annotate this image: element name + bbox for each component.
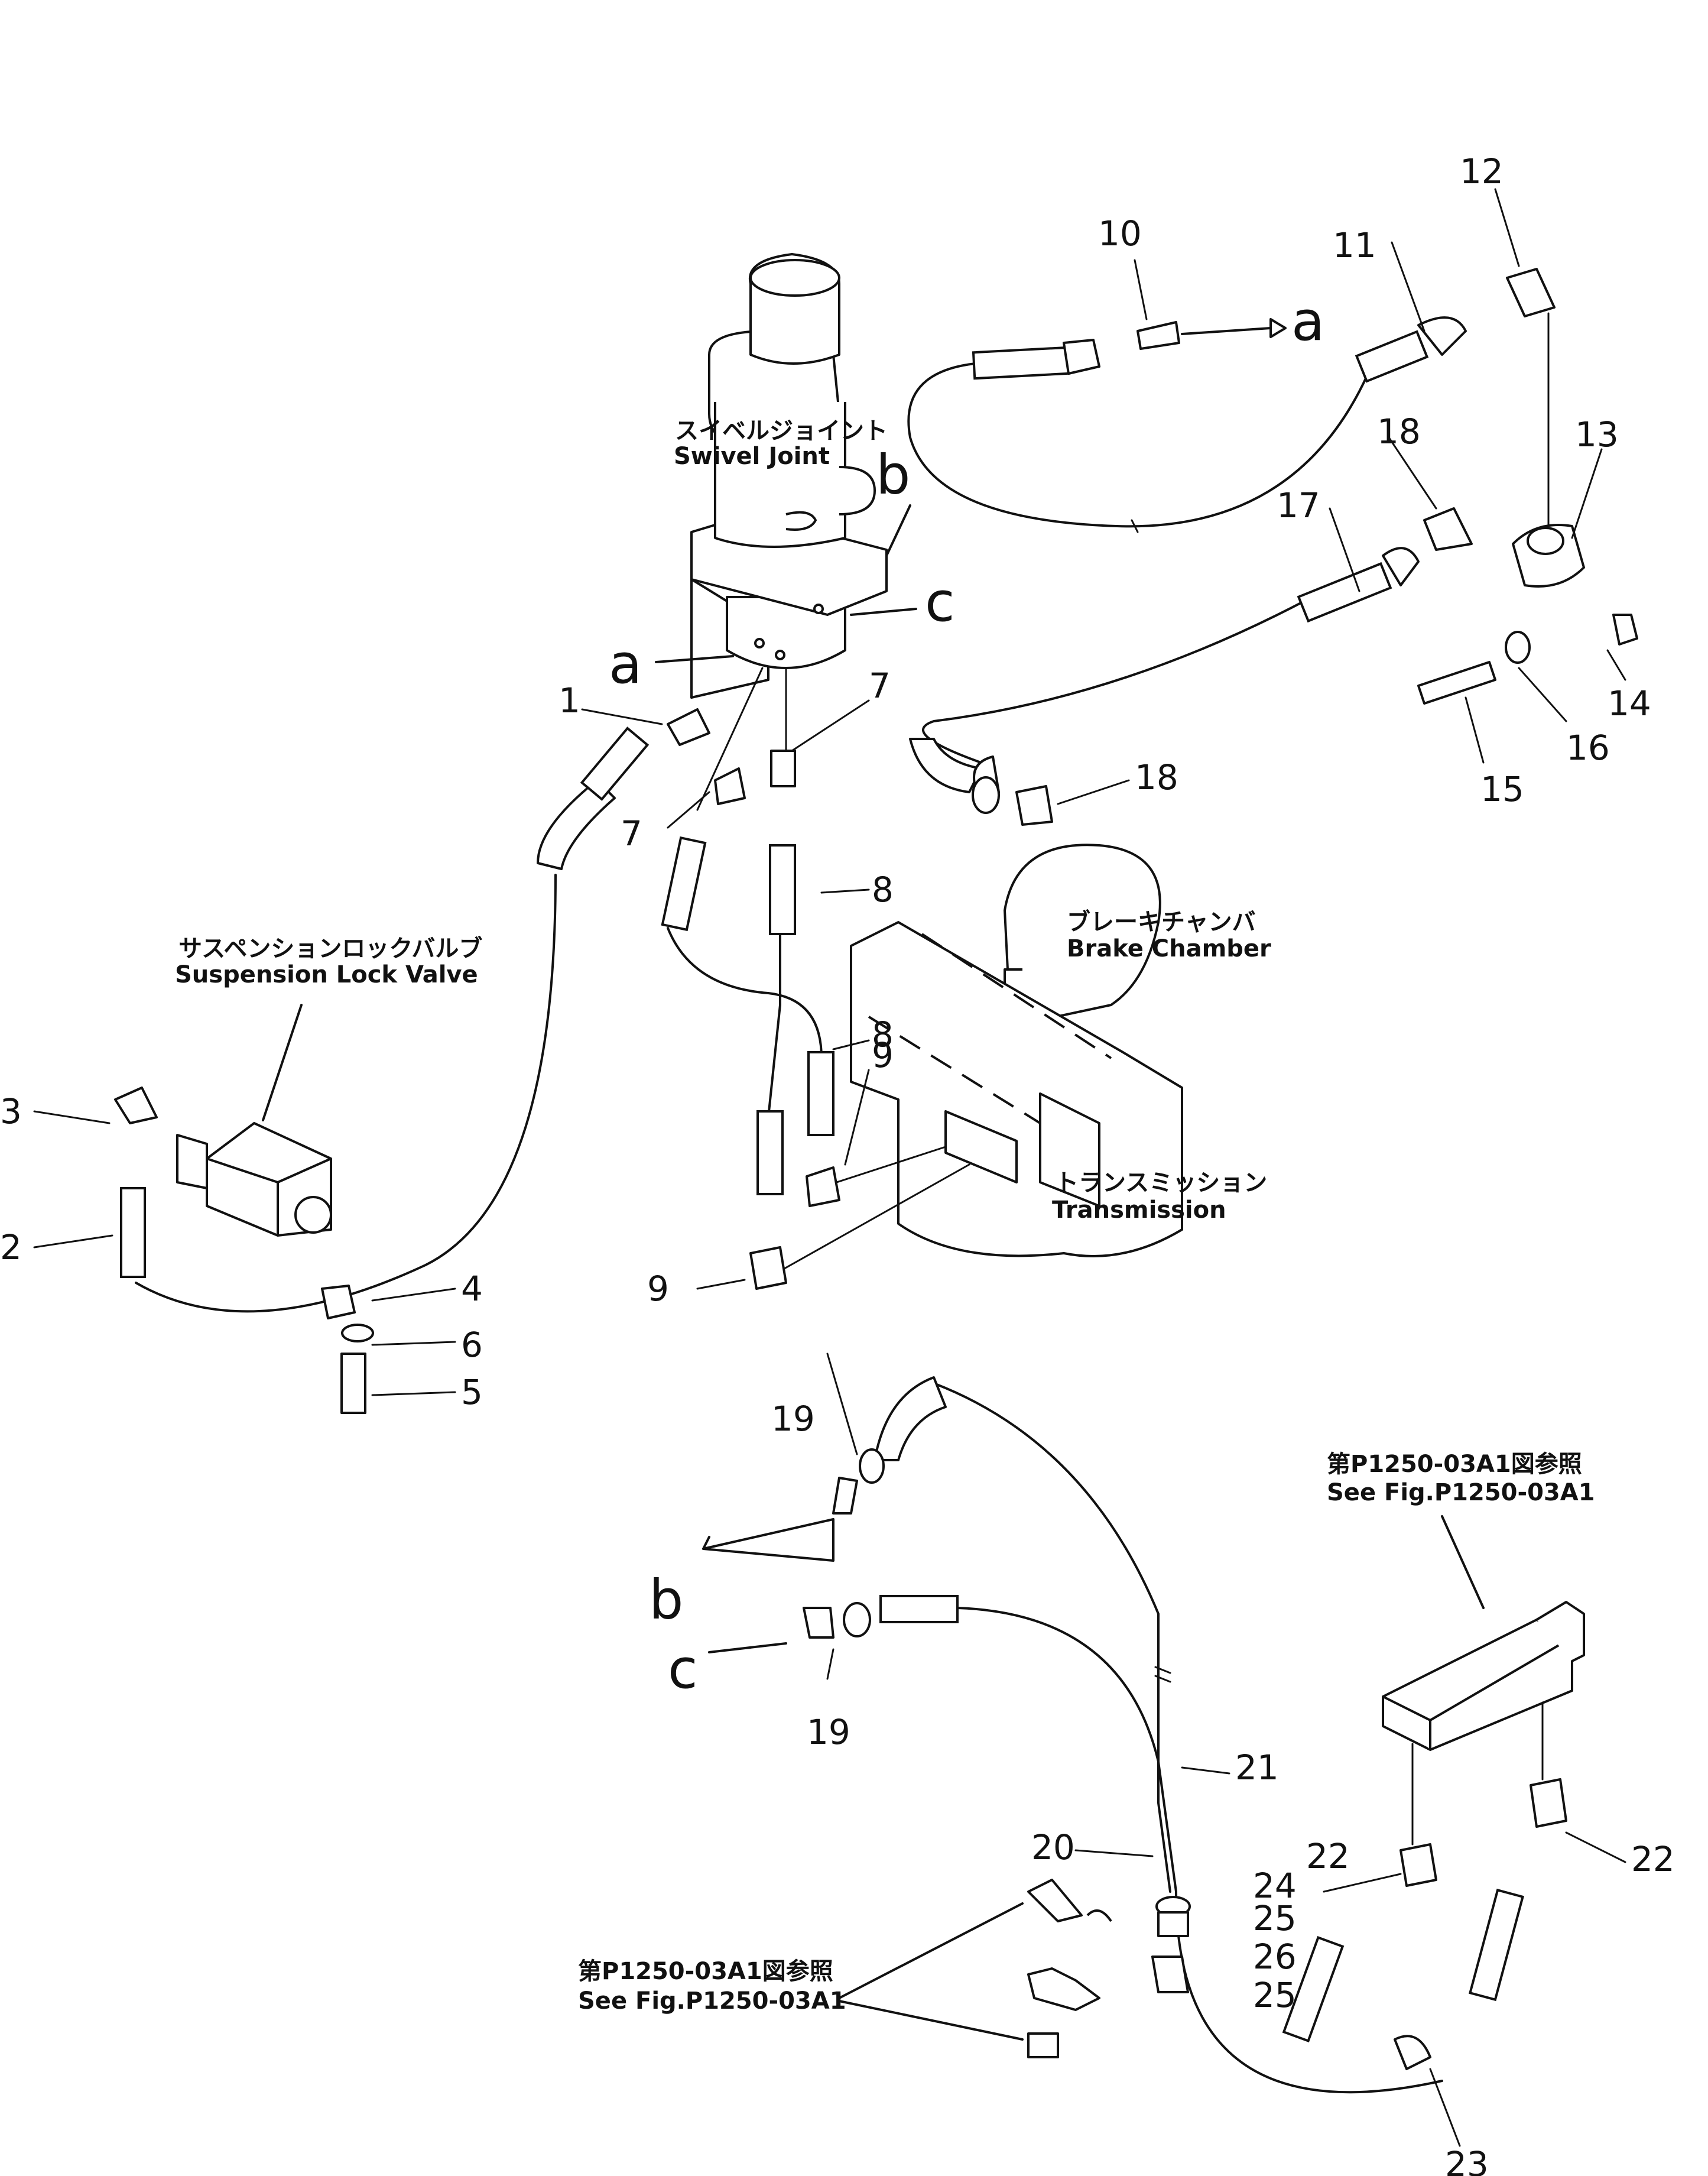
part-number-26: 26 — [1253, 1937, 1297, 1977]
letter-a-right: a — [1291, 290, 1324, 353]
part-number-4: 4 — [461, 1269, 483, 1309]
part-number-2: 2 — [0, 1227, 22, 1267]
part-number-19a: 19 — [771, 1399, 815, 1439]
brake-label-en: Brake Chamber — [1067, 935, 1271, 962]
swivel-label-jp: スイベルジョイント — [675, 417, 888, 445]
fittings-upper — [114, 268, 1638, 1414]
ref2-label-en: See Fig.P1250-03A1 — [578, 1987, 846, 2015]
part-number-10: 10 — [1098, 213, 1142, 254]
part-number-20: 20 — [1031, 1827, 1075, 1867]
part-number-7a: 7 — [869, 666, 891, 706]
swivel-label-en: Swivel Joint — [674, 443, 830, 470]
letter-b-top: b — [876, 443, 910, 507]
part-number-12: 12 — [1460, 151, 1504, 192]
part-number-18b: 18 — [1135, 757, 1178, 797]
part-number-21: 21 — [1235, 1747, 1279, 1788]
part-number-9a: 9 — [872, 1035, 894, 1075]
letter-c-bottom: c — [668, 1637, 698, 1701]
swivel-joint — [690, 253, 888, 699]
part-number-24: 24 — [1253, 1866, 1297, 1906]
transmission — [850, 921, 1183, 1257]
valve-block-lower — [1282, 1601, 1585, 2070]
part-number-7b: 7 — [621, 813, 642, 854]
susp-label-en: Suspension Lock Valve — [175, 961, 478, 988]
part-number-17: 17 — [1277, 485, 1320, 526]
susp-label-jp: サスペンションロックバルブ — [178, 935, 482, 962]
part-number-15: 15 — [1480, 769, 1524, 809]
part-number-labels: 1 2 3 4 5 6 7 7 8 8 9 9 10 11 12 13 14 1… — [0, 151, 1675, 2176]
part-number-5: 5 — [461, 1372, 483, 1412]
trans-label-jp: トランスミッション — [1055, 1169, 1267, 1196]
ref2-label-jp: 第P1250-03A1図参照 — [578, 1958, 833, 1985]
part-number-1: 1 — [558, 680, 580, 721]
part-number-22b: 22 — [1631, 1839, 1675, 1879]
part-number-9b: 9 — [647, 1269, 669, 1309]
suspension-lock-valve — [176, 1122, 332, 1237]
part-number-19b: 19 — [807, 1712, 850, 1752]
ref1-label-en: See Fig.P1250-03A1 — [1327, 1479, 1595, 1506]
part-number-11: 11 — [1333, 225, 1376, 265]
letter-c-top: c — [925, 570, 955, 634]
part-number-22a: 22 — [1306, 1836, 1350, 1876]
hose-lines-lower — [702, 1376, 1443, 2094]
clamp-assembly — [1027, 1879, 1191, 2058]
letter-a-left: a — [609, 633, 642, 696]
letter-b-bottom: b — [649, 1568, 683, 1632]
part-number-25a: 25 — [1253, 1898, 1297, 1938]
part-number-13: 13 — [1575, 414, 1619, 455]
part-number-25b: 25 — [1253, 1975, 1297, 2015]
hose-lines-upper — [120, 312, 1550, 1313]
part-number-16: 16 — [1566, 728, 1610, 768]
part-number-23: 23 — [1445, 2144, 1489, 2176]
part-number-8b: 8 — [872, 1014, 894, 1055]
part-number-14: 14 — [1608, 683, 1651, 724]
brake-label-jp: ブレーキチャンバ — [1067, 909, 1256, 936]
leader-lines — [33, 188, 1626, 2147]
ref1-label-jp: 第P1250-03A1図参照 — [1327, 1451, 1582, 1478]
part-number-18a: 18 — [1377, 411, 1421, 452]
part-number-6: 6 — [461, 1325, 483, 1365]
part-number-3: 3 — [0, 1091, 22, 1131]
trans-label-en: Transmission — [1052, 1196, 1226, 1224]
part-number-8a: 8 — [872, 870, 894, 910]
